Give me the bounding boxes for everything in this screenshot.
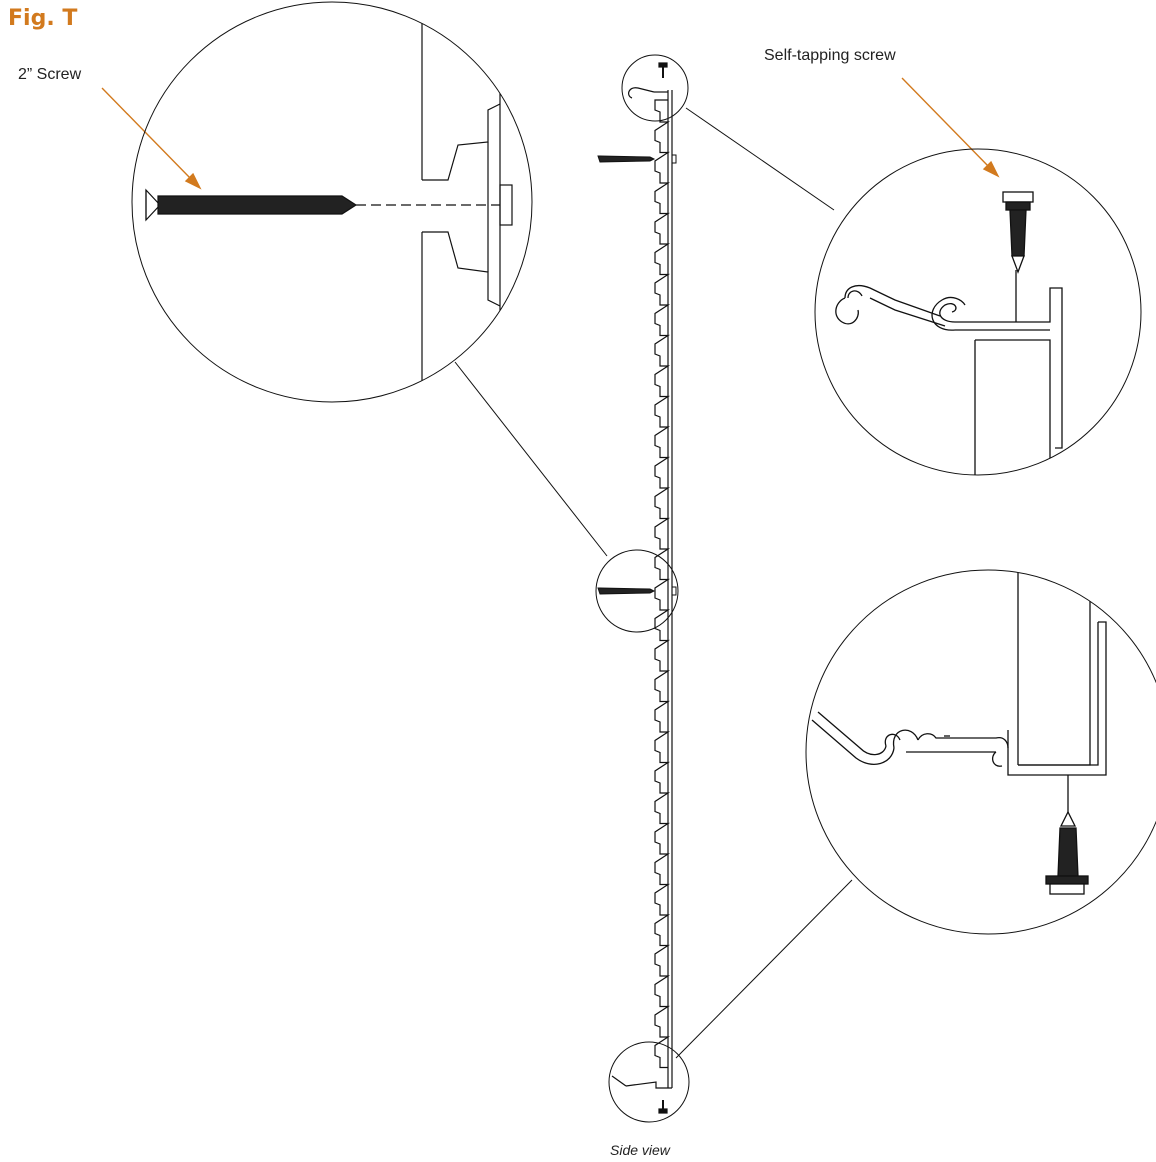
side-view-panel-stack — [654, 90, 673, 1088]
self-tapping-screw-label: Self-tapping screw — [764, 47, 896, 64]
callout-arrows — [101, 77, 1000, 190]
screw-label: 2” Screw — [18, 66, 82, 83]
connector-lines — [454, 107, 853, 1059]
strip-bottom-cap — [611, 1075, 672, 1114]
figure-title: Fig. T — [8, 6, 78, 31]
detail-circle-top-self-tapping — [814, 148, 1142, 476]
detail-circle-bottom-self-tapping — [805, 569, 1156, 935]
strip-screws — [597, 154, 677, 596]
strip-top-cap — [628, 62, 668, 99]
strip-detail-circles — [595, 54, 690, 1123]
side-view-caption: Side view — [610, 1142, 670, 1158]
detail-circle-2in-screw — [131, 1, 533, 403]
